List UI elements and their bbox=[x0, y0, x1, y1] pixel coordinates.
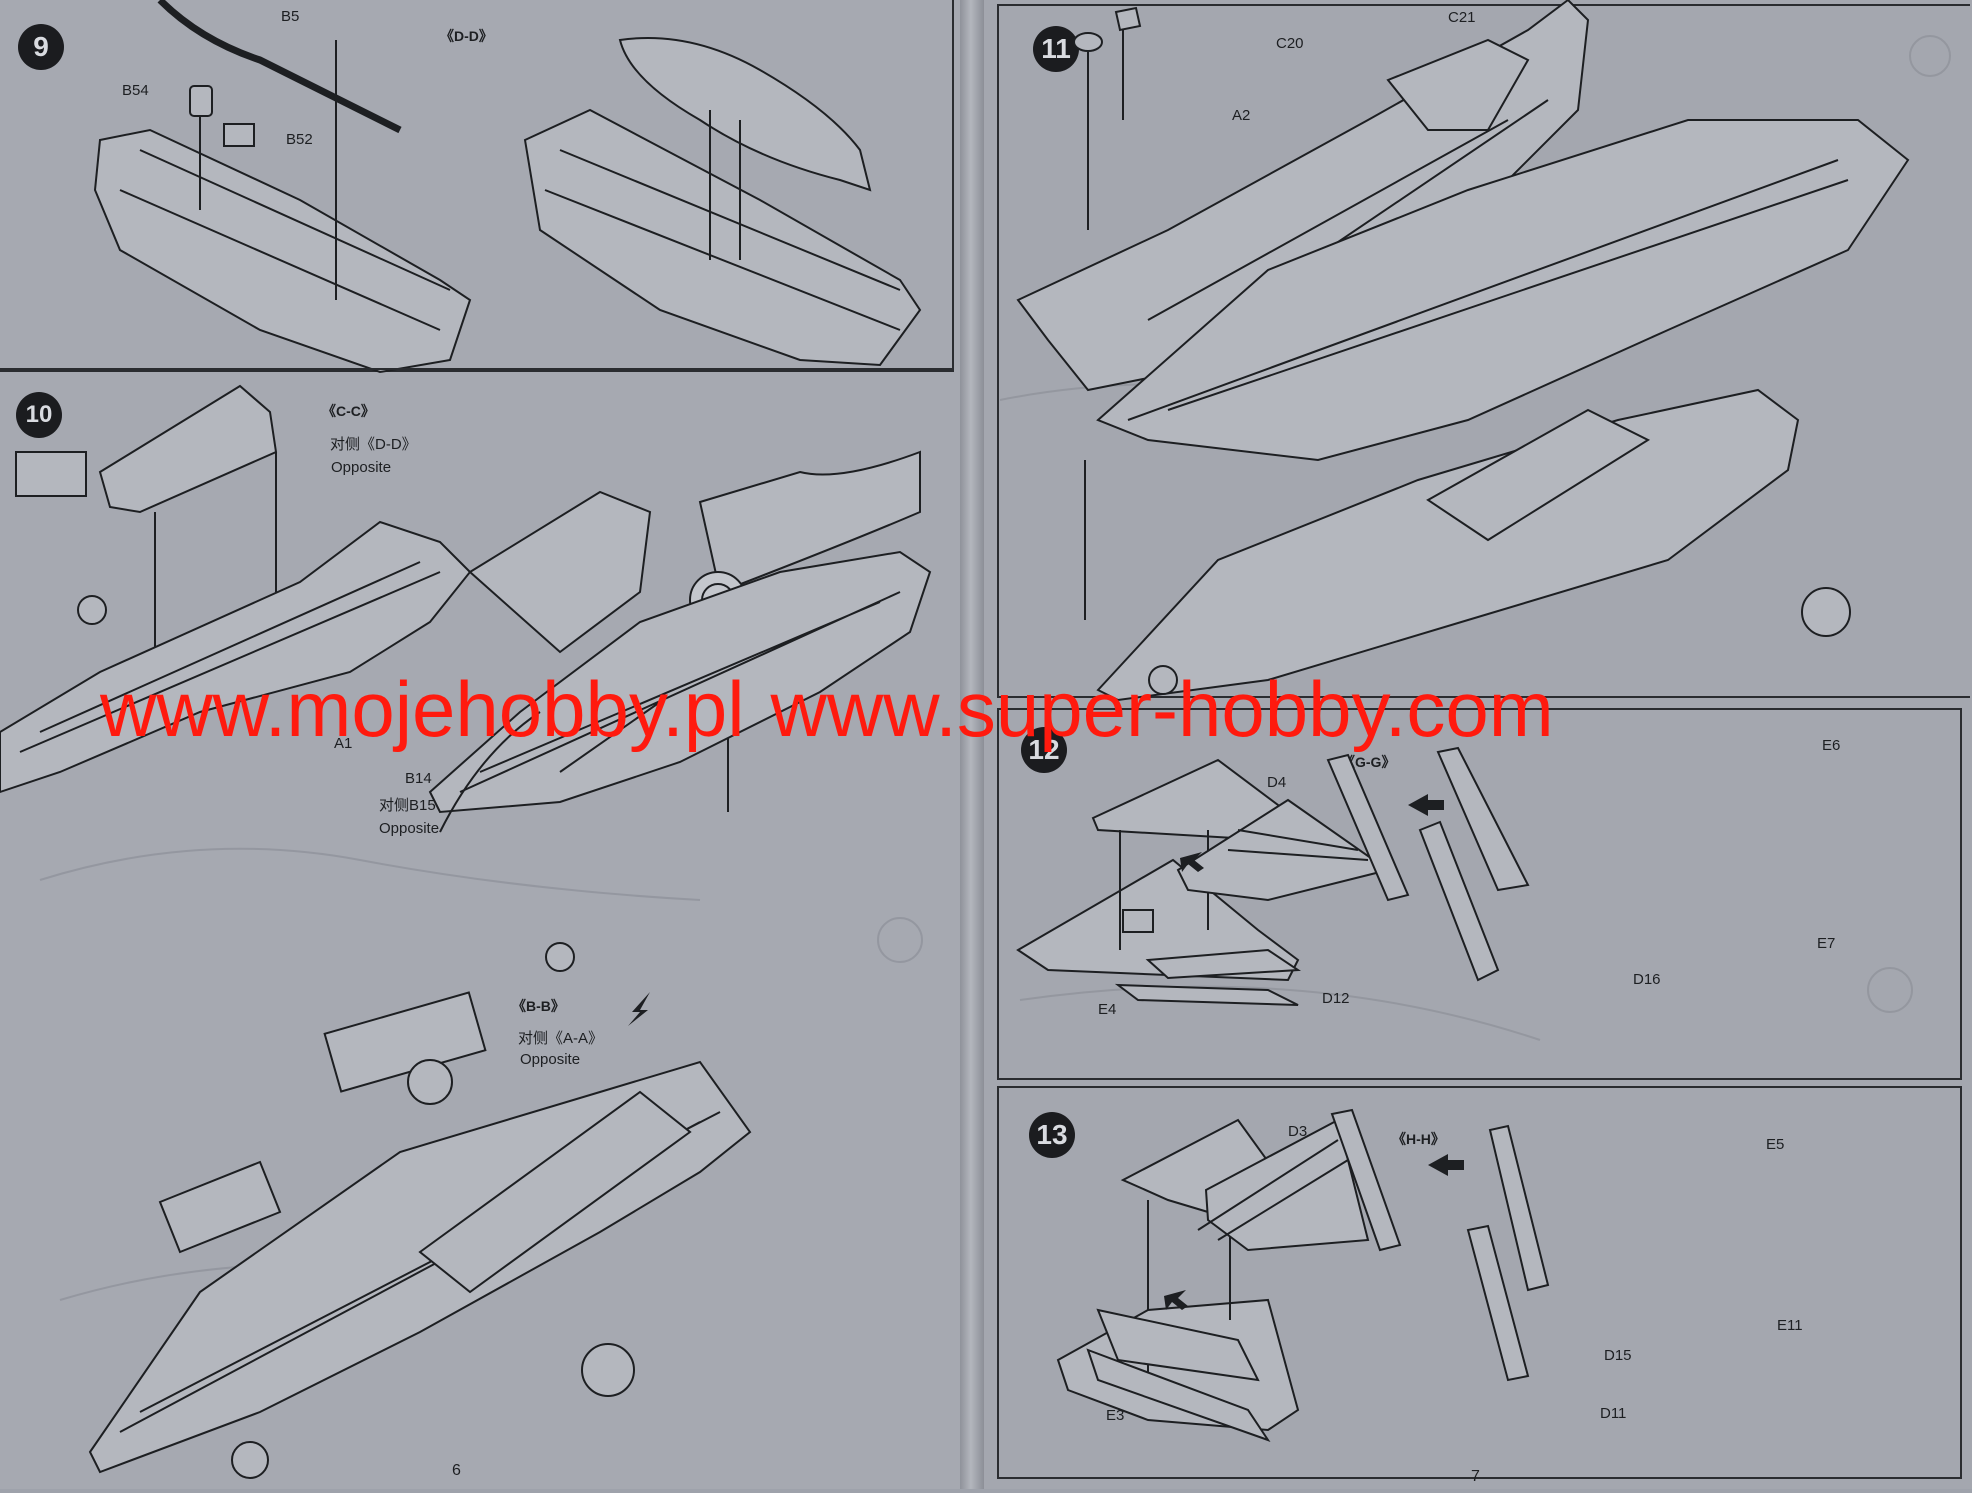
intake-duct bbox=[468, 490, 652, 654]
part-e5 bbox=[1488, 1124, 1550, 1292]
part-label-d11: D11 bbox=[1600, 1405, 1627, 1422]
book-spine bbox=[960, 0, 984, 1489]
part-label-e7: E7 bbox=[1817, 935, 1836, 952]
nose-wheel-10a bbox=[545, 942, 575, 972]
arrow-icon bbox=[628, 992, 650, 1026]
part-c20 bbox=[1073, 32, 1103, 52]
assembled-lower bbox=[1096, 388, 1800, 702]
part-label-b52: B52 bbox=[286, 131, 313, 148]
step-13-view-label: 《H-H》 bbox=[1392, 1131, 1445, 1147]
step-10-panel bbox=[0, 368, 954, 1493]
step-9-view-label: 《D-D》 bbox=[440, 28, 493, 44]
part-bb-cover bbox=[323, 991, 487, 1093]
step-10-opposite-dd: 对侧《D-D》 bbox=[330, 436, 417, 453]
part-e4 bbox=[1016, 858, 1300, 982]
part-label-e3: E3 bbox=[1106, 1407, 1125, 1424]
cockpit-tub-right bbox=[523, 108, 922, 367]
wing-assembled-12 bbox=[1176, 798, 1391, 902]
part-e11 bbox=[1466, 1224, 1530, 1382]
step-13-drawing bbox=[1056, 1108, 1550, 1442]
part-label-d3: D3 bbox=[1288, 1123, 1308, 1140]
main-wheel-11 bbox=[1801, 587, 1851, 637]
step-10-opposite-3: Opposite bbox=[520, 1051, 581, 1068]
assembled-upper bbox=[1096, 119, 1910, 462]
part-d11 bbox=[1086, 1348, 1271, 1442]
nose-wheel-11 bbox=[1148, 665, 1178, 695]
step-13-badge: 13 bbox=[1029, 1112, 1075, 1158]
ejection-seat bbox=[158, 1160, 282, 1254]
part-label-e4: E4 bbox=[1098, 1001, 1117, 1018]
cockpit-tub-left bbox=[93, 128, 472, 374]
arrow-icon bbox=[1428, 1154, 1464, 1176]
step-13-panel bbox=[997, 1086, 1962, 1479]
part-label-a2: A2 bbox=[1232, 107, 1251, 124]
part-label-d4: D4 bbox=[1267, 774, 1287, 791]
step-10-view-bb: 《B-B》 bbox=[512, 998, 565, 1014]
page-number-right: 7 bbox=[1471, 1468, 1480, 1485]
watermark: www.mojehobby.pl www.super-hobby.com bbox=[100, 664, 1930, 754]
step-10-opposite-b15: 对侧B15 bbox=[379, 797, 436, 814]
part-b52 bbox=[223, 123, 255, 147]
part-d15 bbox=[1096, 1308, 1260, 1382]
part-e6 bbox=[1436, 746, 1530, 892]
fuselage-main bbox=[428, 550, 932, 814]
step-12-badge: 12 bbox=[1021, 727, 1067, 773]
arrow-icon bbox=[1408, 794, 1444, 816]
part-label-d12: D12 bbox=[1322, 990, 1350, 1007]
part-label-d15: D15 bbox=[1604, 1347, 1632, 1364]
page-number-left: 6 bbox=[452, 1462, 461, 1479]
engine-nozzle bbox=[698, 450, 921, 594]
part-label-b5: B5 bbox=[281, 8, 300, 25]
part-b5 bbox=[157, 0, 402, 134]
part-c21 bbox=[1114, 6, 1142, 32]
engine-cylinder bbox=[418, 1090, 692, 1294]
canopy bbox=[1386, 38, 1530, 131]
step-12-view-label: 《G-G》 bbox=[1341, 754, 1396, 770]
wing-flap-13 bbox=[1330, 1108, 1402, 1252]
step-12-drawing bbox=[1016, 746, 1530, 1006]
step-11-badge: 11 bbox=[1033, 26, 1079, 72]
part-label-c21: C21 bbox=[1448, 9, 1476, 26]
step-11-drawing bbox=[1016, 0, 1910, 702]
part-label-b54: B54 bbox=[122, 82, 149, 99]
step-10-opposite-2: Opposite bbox=[379, 820, 440, 837]
step-11-panel bbox=[997, 4, 1970, 698]
main-wheel-10b bbox=[581, 1343, 635, 1397]
arrow-icon bbox=[1180, 852, 1204, 872]
step-10-opposite-1: Opposite bbox=[331, 459, 392, 476]
part-label-d16: D16 bbox=[1633, 971, 1661, 988]
part-d12 bbox=[1114, 983, 1299, 1006]
engine-assembled bbox=[1426, 408, 1651, 542]
part-label-e5: E5 bbox=[1766, 1136, 1785, 1153]
part-e7 bbox=[1418, 820, 1500, 982]
part-b54 bbox=[189, 85, 213, 117]
step-9-panel bbox=[0, 0, 954, 372]
drop-tank bbox=[618, 37, 872, 192]
step-12-panel bbox=[997, 708, 1962, 1080]
part-cc-cover bbox=[98, 384, 278, 514]
step-9-badge: 9 bbox=[18, 24, 64, 70]
part-label-a1: A1 bbox=[334, 735, 353, 752]
wing-flap-12 bbox=[1326, 753, 1410, 902]
step-10-drawing bbox=[0, 384, 932, 1479]
step-9-drawing bbox=[93, 0, 922, 374]
part-label-e6: E6 bbox=[1822, 737, 1841, 754]
part-d16 bbox=[1145, 948, 1302, 980]
watermark-right: www.super-hobby.com bbox=[770, 665, 1554, 753]
watermark-left: www.mojehobby.pl bbox=[100, 665, 745, 753]
part-label-b14: B14 bbox=[405, 770, 432, 787]
wheel-left bbox=[77, 595, 107, 625]
arrow-icon bbox=[1164, 1290, 1188, 1310]
part-label-c20: C20 bbox=[1276, 35, 1304, 52]
step-10-opposite-aa: 对侧《A-A》 bbox=[518, 1030, 604, 1047]
step-10-badge: 10 bbox=[16, 392, 62, 438]
fuselage-half-left bbox=[0, 520, 472, 794]
nose-wheel-10b bbox=[231, 1441, 269, 1479]
wing-assembled-13 bbox=[1204, 1118, 1370, 1252]
step-10-view-cc: 《C-C》 bbox=[322, 403, 375, 419]
part-label-e11: E11 bbox=[1777, 1317, 1803, 1334]
